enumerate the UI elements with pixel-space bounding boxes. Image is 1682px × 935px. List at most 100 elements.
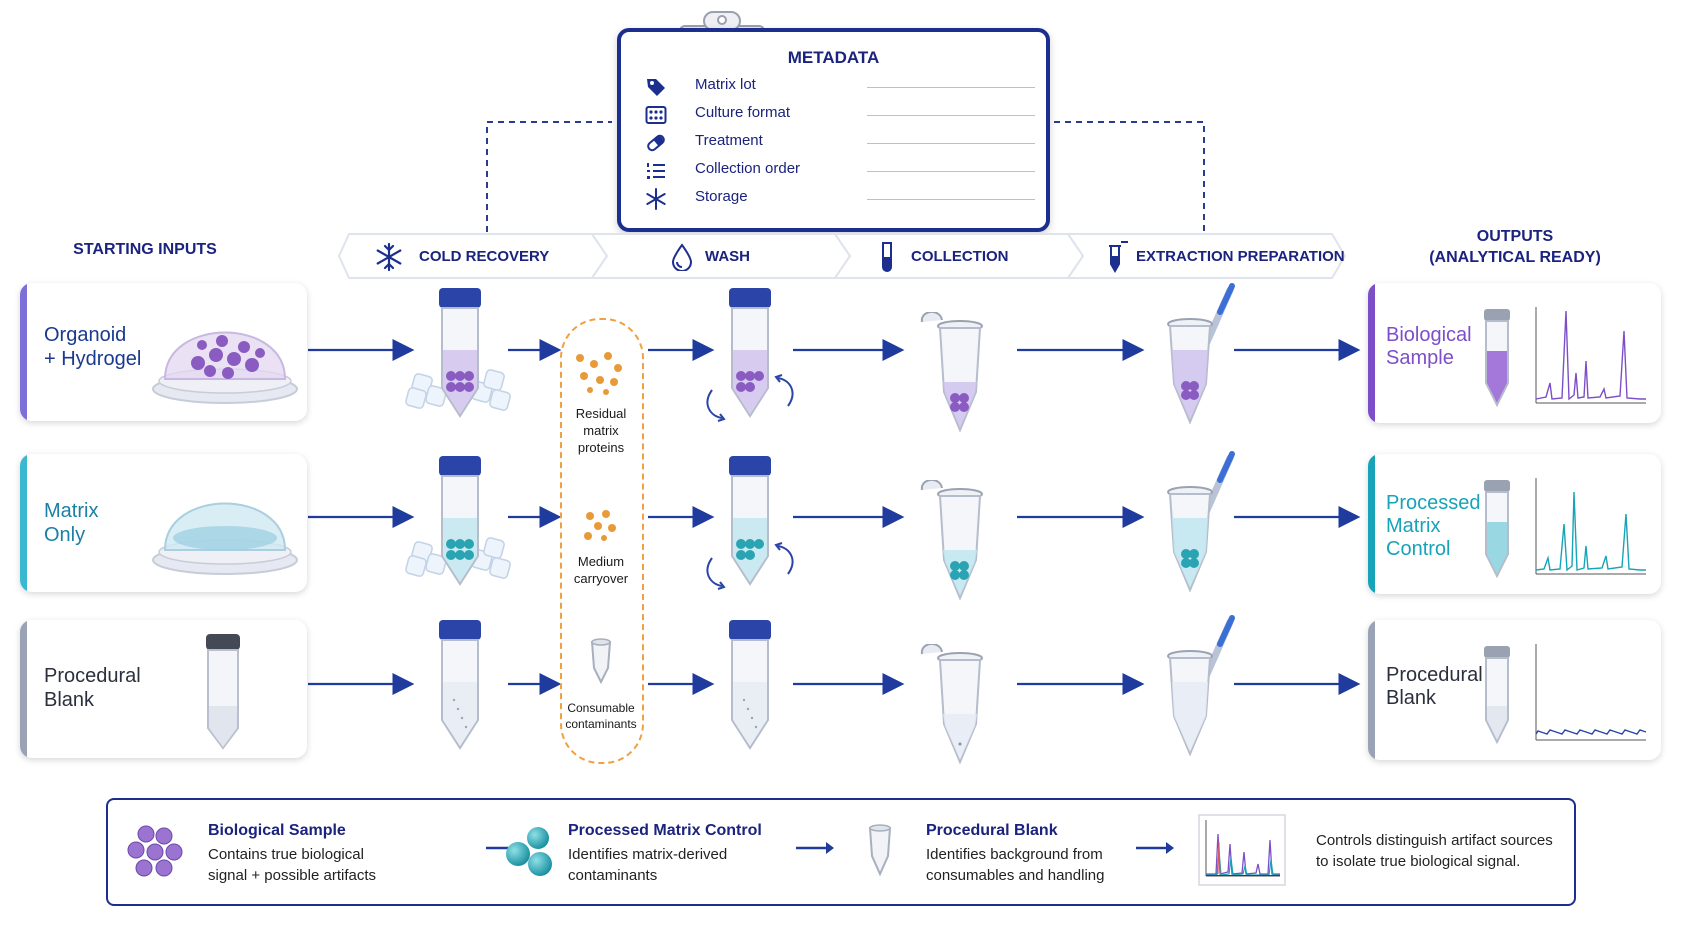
- teal-spheres-icon: [506, 827, 552, 876]
- step-label-extraction-preparation: EXTRACTION PREPARATION: [1136, 248, 1345, 265]
- contaminant-line: contaminants: [565, 717, 637, 731]
- contaminant-line: Consumable: [567, 701, 635, 715]
- legend-desc-line: Identifies matrix-derived: [568, 846, 728, 863]
- purple-spheres-icon: [127, 825, 183, 877]
- chromatogram-icon: [1535, 644, 1647, 741]
- extraction-tube-pipette-icon: [1167, 451, 1235, 593]
- output-label: Biological Sample: [1386, 324, 1472, 370]
- extraction-tube-pipette-icon: [1167, 283, 1235, 425]
- legend-arrow-2: [796, 842, 834, 854]
- pipette-tube-icon: [1109, 241, 1128, 274]
- contaminant-line: carryover: [573, 571, 629, 586]
- flow-arrows: [308, 339, 1361, 695]
- metadata-blank-line: [867, 171, 1035, 172]
- metadata-blank-line: [867, 143, 1035, 144]
- metadata-field-storage: Storage: [645, 186, 1035, 212]
- outputs-heading-line2: (ANALYTICAL READY): [1429, 249, 1601, 266]
- legend-title-procedural-blank: Procedural Blank: [926, 822, 1058, 839]
- snowflake-icon: [376, 242, 402, 272]
- tag-icon: [647, 79, 665, 96]
- output-label-line: Processed: [1386, 492, 1481, 514]
- well-plate-icon: [645, 106, 667, 124]
- output-card-procedural-blank: Procedural Blank: [1368, 620, 1661, 760]
- overlay-chromatogram-icon: [1198, 814, 1286, 886]
- input-label-line1: Organoid: [44, 324, 127, 346]
- consumable-tube-icon: [590, 638, 612, 684]
- cold-recovery-tube-icon: [405, 288, 511, 418]
- legend-panel: Biological Sample Contains true biologic…: [106, 798, 1576, 906]
- chromatogram-icon: [1535, 478, 1646, 575]
- input-label-line2: Blank: [44, 689, 95, 711]
- metadata-field-collection-order: Collection order: [645, 158, 1035, 184]
- legend-desc-procedural-blank: Identifies background from consumables a…: [926, 844, 1104, 886]
- pill-icon: [647, 134, 665, 152]
- input-label: Procedural Blank: [44, 664, 141, 712]
- collection-microtube-icon: [920, 480, 983, 601]
- outputs-heading: OUTPUTS (ANALYTICAL READY): [1395, 228, 1635, 267]
- wash-tube-icon: [706, 456, 794, 590]
- card-accent-bar: [20, 283, 27, 421]
- input-label: Organoid + Hydrogel: [44, 323, 141, 371]
- input-label-line2: + Hydrogel: [44, 348, 142, 370]
- output-vial-icon: [1484, 480, 1510, 578]
- metadata-label: Storage: [695, 188, 748, 205]
- output-label-line: Procedural: [1386, 664, 1483, 686]
- contaminant-line: matrix: [583, 423, 619, 438]
- output-label-line: Biological: [1386, 324, 1472, 346]
- legend-title-processed-matrix-control: Processed Matrix Control: [568, 822, 762, 839]
- step-chevron-extraction: [1066, 233, 1347, 279]
- matrix-dome-dish-icon: [152, 489, 298, 575]
- metadata-field-culture-format: Culture format: [645, 102, 1035, 128]
- contaminant-residual-matrix-proteins: Residual matrix proteins: [561, 405, 641, 456]
- card-accent-bar: [20, 454, 27, 592]
- step-label-wash: WASH: [705, 248, 750, 265]
- metadata-connector-left: [486, 121, 612, 232]
- metadata-label: Treatment: [695, 132, 763, 149]
- metadata-card: METADATA Matrix lot Culture format Treat…: [617, 28, 1050, 232]
- input-label-line1: Matrix: [44, 500, 99, 522]
- wash-tube-icon: [706, 288, 794, 422]
- legend-arrow-3: [1136, 842, 1174, 854]
- legend-desc-biological-sample: Contains true biological signal + possib…: [208, 844, 376, 886]
- extraction-tube-pipette-icon: [1167, 615, 1235, 757]
- residual-protein-particles-icon: [576, 352, 622, 395]
- output-label: Procedural Blank: [1386, 664, 1483, 710]
- card-accent-bar: [20, 620, 27, 758]
- legend-desc-line: Contains true biological: [208, 846, 364, 863]
- legend-desc-line: Identifies background from: [926, 846, 1103, 863]
- metadata-field-matrix-lot: Matrix lot: [645, 74, 1035, 100]
- output-label-line: Control: [1386, 538, 1451, 560]
- input-label: Matrix Only: [44, 499, 98, 547]
- metadata-label: Matrix lot: [695, 76, 756, 93]
- metadata-blank-line: [867, 87, 1035, 88]
- metadata-title: METADATA: [787, 48, 880, 67]
- empty-microtube-icon: [868, 824, 892, 877]
- numbered-list-icon: [647, 163, 665, 179]
- contaminant-line: Residual: [575, 406, 627, 421]
- card-accent-bar: [1368, 620, 1375, 760]
- output-label-line: Sample: [1386, 347, 1454, 369]
- legend-conclusion-line: to isolate true biological signal.: [1316, 853, 1521, 870]
- output-label-line: Matrix: [1386, 515, 1441, 537]
- legend-desc-line: signal + possible artifacts: [208, 867, 377, 884]
- output-label: Processed Matrix Control: [1386, 492, 1481, 561]
- metadata-label: Collection order: [695, 160, 801, 177]
- contaminant-sources-border: [560, 318, 644, 764]
- output-vial-icon: [1484, 646, 1510, 744]
- step-label-collection: COLLECTION: [911, 248, 1009, 265]
- step-label-cold-recovery: COLD RECOVERY: [419, 248, 550, 265]
- cold-recovery-tube-icon: [439, 620, 481, 750]
- collection-microtube-icon: [920, 312, 983, 433]
- metadata-connector-right: [1054, 121, 1205, 232]
- contaminant-consumable: Consumable contaminants: [561, 700, 641, 732]
- legend-title-biological-sample: Biological Sample: [208, 822, 346, 839]
- metadata-blank-line: [867, 199, 1035, 200]
- contaminant-line: proteins: [577, 440, 625, 455]
- contaminant-medium-carryover: Medium carryover: [561, 553, 641, 587]
- collection-microtube-icon: [920, 644, 983, 765]
- cold-recovery-tube-icon: [405, 456, 511, 586]
- input-card-procedural-blank: Procedural Blank: [20, 620, 307, 758]
- chromatogram-icon: [1535, 307, 1646, 404]
- outputs-heading-line1: OUTPUTS: [1476, 228, 1554, 245]
- step-chevron-banner: [337, 233, 1347, 279]
